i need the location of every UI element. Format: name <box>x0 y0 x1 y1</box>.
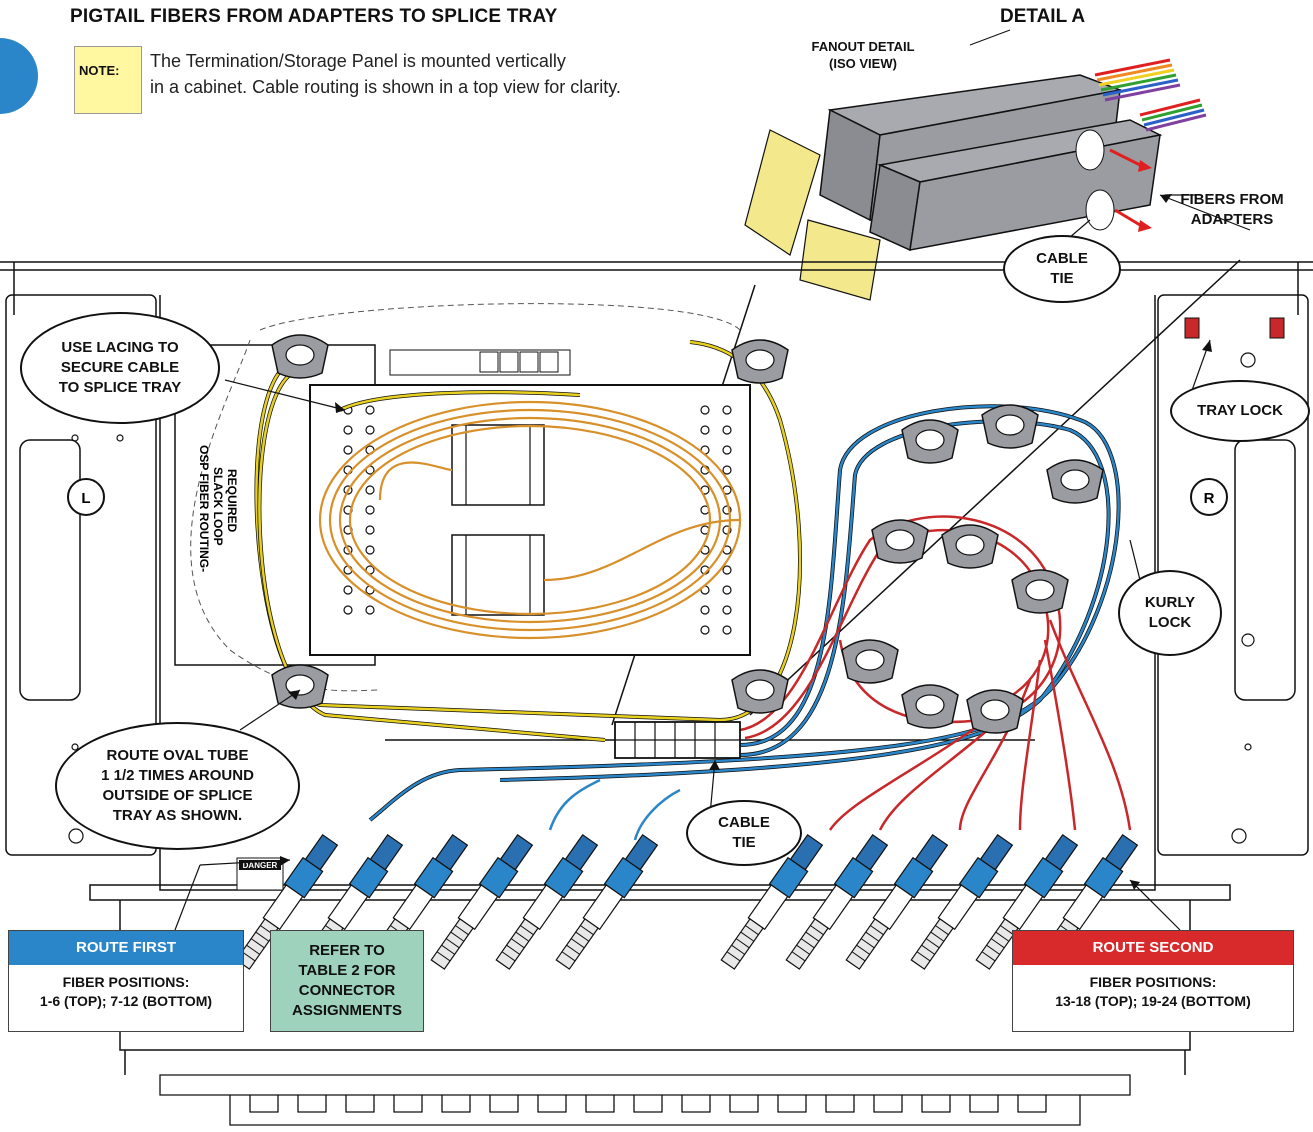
routing-guide <box>731 339 789 384</box>
osp-label-line-2: SLACK LOOP <box>211 467 225 546</box>
routing-guide <box>1046 459 1104 504</box>
fiber-connector <box>555 834 659 970</box>
route-first-line-2: 1-6 (TOP); 7-12 (BOTTOM) <box>39 993 213 1009</box>
routing-guides <box>271 334 1104 734</box>
routing-guide <box>841 639 899 684</box>
note-line-1: The Termination/Storage Panel is mounted… <box>150 51 566 71</box>
fiber-connector <box>785 834 889 970</box>
routing-guide <box>271 334 329 379</box>
orange-fiber-loop <box>318 400 742 640</box>
fiber-connector <box>975 834 1079 970</box>
cable-tie-top-line-1: CABLE <box>1036 250 1088 267</box>
kurly-lock-line-1: KURLY <box>1144 594 1196 611</box>
fanout-line-1: FANOUT DETAIL <box>811 39 915 54</box>
use-lacing-callout: USE LACING TO SECURE CABLE TO SPLICE TRAY <box>20 312 220 424</box>
fanout-detail-label: FANOUT DETAIL (ISO VIEW) <box>778 38 948 72</box>
note-line-2: in a cabinet. Cable routing is shown in … <box>150 77 621 97</box>
routing-guide <box>871 519 929 564</box>
fanout-detail <box>744 29 1207 301</box>
splice-tray <box>309 349 751 656</box>
refer-line-4: ASSIGNMENTS <box>291 1002 402 1019</box>
left-marker-text: L <box>81 490 90 507</box>
tray-lock-text: TRAY LOCK <box>1197 402 1283 419</box>
use-lacing-line-3: TO SPLICE TRAY <box>58 379 182 396</box>
note-badge: NOTE: <box>74 46 142 114</box>
routing-guide <box>901 419 959 464</box>
cable-tie-top-callout: CABLE TIE <box>1003 235 1121 303</box>
kurly-lock-callout: KURLY LOCK <box>1118 570 1222 656</box>
route-oval-line-1: ROUTE OVAL TUBE <box>106 747 249 764</box>
route-second-line-1: FIBER POSITIONS: <box>1089 974 1217 990</box>
routing-guide <box>941 524 999 569</box>
cable-tie-top-line-2: TIE <box>1050 270 1074 287</box>
tray-lock-callout: TRAY LOCK <box>1170 380 1310 442</box>
bottom-rail <box>159 1074 1131 1126</box>
route-oval-line-4: TRAY AS SHOWN. <box>112 807 243 824</box>
fiber-connector <box>845 834 949 970</box>
tray-lock-icon <box>1269 317 1285 339</box>
refer-line-3: CONNECTOR <box>298 982 396 999</box>
osp-label: OSP FIBER ROUTING- SLACK LOOP REQUIRED <box>197 445 239 572</box>
fiber-connector <box>910 834 1014 970</box>
step-marker <box>0 38 38 114</box>
routing-guide <box>271 664 329 709</box>
fanout-block <box>614 721 741 759</box>
routing-guide <box>901 684 959 729</box>
note-text: The Termination/Storage Panel is mounted… <box>150 48 621 100</box>
route-oval-callout: ROUTE OVAL TUBE 1 1/2 TIMES AROUND OUTSIDE… <box>55 722 300 850</box>
osp-label-line-1: OSP FIBER ROUTING- <box>197 445 211 572</box>
refer-line-1: REFER TO <box>309 942 385 959</box>
danger-label: DANGER <box>236 857 284 891</box>
fiber-connector <box>430 834 534 970</box>
right-marker-text: R <box>1204 490 1215 507</box>
kurly-lock-line-2: LOCK <box>1148 614 1192 631</box>
route-second-line-2: 13-18 (TOP); 19-24 (BOTTOM) <box>1055 993 1251 1009</box>
route-second-box: ROUTE SECOND FIBER POSITIONS: 13-18 (TOP… <box>1012 930 1294 1032</box>
route-oval-line-2: 1 1/2 TIMES AROUND <box>101 767 254 784</box>
cable-tie-bottom-line-2: TIE <box>732 834 756 851</box>
route-second-header: ROUTE SECOND <box>1013 931 1293 965</box>
route-first-line-1: FIBER POSITIONS: <box>62 974 190 990</box>
blue-fibers-color <box>369 405 1120 841</box>
slack-loop <box>190 303 741 692</box>
routing-guide <box>966 689 1024 734</box>
panel-holes <box>68 352 1256 844</box>
adapter-connectors <box>235 834 1139 970</box>
use-lacing-line-1: USE LACING TO <box>61 339 179 356</box>
fiber-connector <box>720 834 824 970</box>
cable-tie-bottom-line-1: CABLE <box>718 814 770 831</box>
route-first-box: ROUTE FIRST FIBER POSITIONS: 1-6 (TOP); … <box>8 930 244 1032</box>
route-first-header: ROUTE FIRST <box>9 931 243 965</box>
fiber-connector <box>495 834 599 970</box>
routing-guide <box>1011 569 1069 614</box>
left-marker: L <box>67 478 105 516</box>
tray-lock-icon <box>1184 317 1200 339</box>
detail-a-label: DETAIL A <box>1000 6 1086 27</box>
fibers-from-adapters-label: FIBERS FROM ADAPTERS <box>1162 190 1302 230</box>
cable-tie-bottom-callout: CABLE TIE <box>686 800 802 866</box>
use-lacing-line-2: SECURE CABLE <box>60 359 180 376</box>
refer-table-box: REFER TO TABLE 2 FOR CONNECTOR ASSIGNMEN… <box>270 930 424 1032</box>
page-title: PIGTAIL FIBERS FROM ADAPTERS TO SPLICE T… <box>70 6 558 27</box>
note-badge-text: NOTE: <box>79 63 120 78</box>
osp-label-line-3: REQUIRED <box>225 469 239 533</box>
fiber-connector <box>235 834 339 970</box>
routing-guide <box>981 404 1039 449</box>
fibers-from-adapters-line-2: ADAPTERS <box>1190 211 1274 228</box>
fanout-line-2: (ISO VIEW) <box>829 56 897 71</box>
danger-label-text: DANGER <box>243 861 278 870</box>
route-oval-line-3: OUTSIDE OF SPLICE <box>102 787 253 804</box>
refer-line-2: TABLE 2 FOR <box>298 962 396 979</box>
routing-guide <box>731 669 789 714</box>
right-marker: R <box>1190 478 1228 516</box>
fibers-from-adapters-line-1: FIBERS FROM <box>1180 191 1284 208</box>
